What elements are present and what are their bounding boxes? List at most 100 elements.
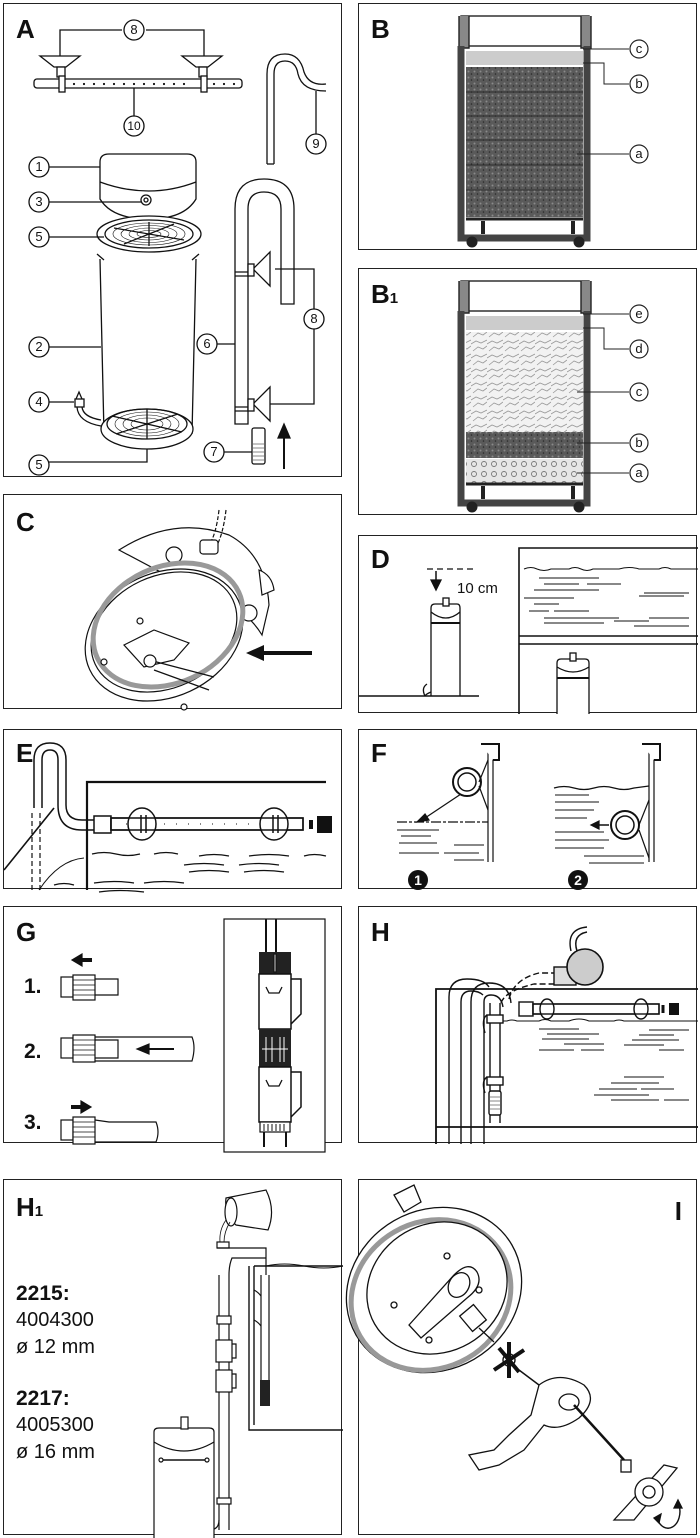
panel-h1: H1 2215: 4004300 ø 12 mm 2217: 4005300 ø… — [3, 1179, 344, 1538]
callout-1: 1 — [35, 159, 42, 174]
panel-f-illustration: 1 2 — [397, 743, 661, 890]
callout-8-right: 8 — [310, 311, 317, 326]
aquarium — [248, 1265, 343, 1431]
distance-label: 10 cm — [457, 580, 498, 597]
step-3-label: 3. — [24, 1111, 42, 1134]
panel-c-label: C — [16, 507, 35, 537]
return-pipe — [33, 742, 96, 831]
panel-f: F 1 2 — [358, 729, 697, 890]
panel-d: D 10 cm — [358, 535, 698, 714]
panel-c: C — [3, 494, 342, 711]
panel-f-label: F — [371, 738, 387, 768]
callout-b: b — [635, 76, 642, 91]
model-2215-part-number: 4004300 — [16, 1309, 94, 1331]
filter-sponge — [466, 432, 583, 458]
model-2217-info: 2217: 4005300 ø 16 mm — [16, 1385, 95, 1466]
aquarium — [518, 547, 698, 714]
end-cap — [317, 816, 332, 833]
intake-strainer — [488, 1090, 502, 1116]
suction-bulb — [566, 948, 604, 986]
callout-5-top: 5 — [35, 229, 42, 244]
impeller-chamber — [408, 1266, 480, 1339]
panel-d-illustration — [359, 547, 698, 714]
panel-g: G 1. 2. 3. — [3, 906, 342, 1153]
callout-a: a — [635, 146, 643, 161]
panel-h-illustration — [435, 926, 698, 1144]
shut-off-valve-top — [258, 973, 292, 1030]
suction-cup — [252, 385, 271, 423]
panel-d-label: D — [371, 544, 390, 574]
filter-pad-fine — [466, 51, 583, 65]
panel-e-label: E — [16, 738, 34, 768]
panel-h: H — [358, 906, 698, 1144]
aquarium — [435, 988, 698, 1144]
callout-b: b — [635, 435, 642, 450]
panel-b1: B1 e d c b a — [358, 268, 697, 515]
panel-c-illustration — [84, 509, 312, 711]
callout-2: 2 — [35, 339, 42, 354]
filter-head — [99, 153, 197, 220]
model-2215-number: 2215: — [16, 1282, 70, 1305]
panel-i-illustration — [345, 1184, 684, 1529]
union-nut — [72, 1034, 96, 1063]
union-nut — [72, 974, 96, 1001]
panel-g-label: G — [16, 917, 37, 947]
step-1-label: 1. — [24, 975, 42, 998]
suction-cup — [38, 55, 82, 68]
step-2-number: 2 — [574, 872, 582, 888]
canister-body — [99, 258, 197, 435]
spray-bar — [33, 78, 243, 89]
callout-10: 10 — [127, 119, 141, 133]
callout-c: c — [636, 41, 643, 56]
callout-3: 3 — [35, 194, 42, 209]
panel-b1-illustration: e d c b a — [457, 280, 649, 513]
suction-cup — [180, 55, 224, 68]
hose — [95, 1036, 195, 1062]
callout-e: e — [635, 306, 642, 321]
panel-h1-illustration — [153, 1189, 344, 1538]
rotate-arrow-icon — [656, 1504, 681, 1529]
panel-h-label: H — [371, 917, 390, 947]
intake-tube — [234, 178, 295, 425]
model-2215-diameter: ø 12 mm — [16, 1336, 95, 1358]
gravel-media — [466, 332, 583, 432]
panel-a: A — [3, 3, 342, 477]
intake-strainer — [251, 427, 266, 465]
panel-b-label: B — [371, 14, 390, 44]
model-2215-info: 2215: 4004300 ø 12 mm — [16, 1280, 95, 1361]
callout-a: a — [635, 465, 643, 480]
callout-4: 4 — [35, 394, 42, 409]
callout-5-bottom: 5 — [35, 457, 42, 472]
ceramic-rings — [466, 459, 583, 484]
model-2217-part-number: 4005300 — [16, 1414, 94, 1436]
step-2-badge — [568, 870, 588, 890]
model-2217-diameter: ø 16 mm — [16, 1441, 95, 1463]
water-surface — [486, 1018, 698, 1022]
panel-e-illustration — [3, 742, 332, 893]
sealing-ring — [348, 1217, 514, 1373]
step-1-badge — [408, 870, 428, 890]
water-surface — [553, 785, 650, 791]
impeller-cover — [123, 629, 191, 668]
step-2-label: 2. — [24, 1040, 42, 1063]
panel-b-illustration: c b a — [457, 15, 649, 248]
panel-b: B — [358, 3, 697, 250]
inlet-hook-pipe — [266, 53, 327, 164]
panel-g-illustration — [60, 918, 326, 1153]
panel-e: E — [3, 729, 342, 893]
suction-cup — [252, 250, 271, 288]
end-cap — [669, 1003, 679, 1015]
impeller — [492, 1342, 526, 1378]
callout-7: 7 — [210, 444, 217, 459]
filter-sponge — [466, 67, 583, 217]
panel-a-label: A — [16, 14, 35, 44]
panel-i-label: I — [674, 1196, 682, 1226]
sealing-ring — [90, 560, 246, 690]
hoses — [448, 978, 512, 1144]
filter-pad-fine — [466, 316, 583, 330]
callout-9: 9 — [312, 136, 319, 151]
shut-off-valve-bottom — [258, 1066, 292, 1123]
panel-i: I — [345, 1179, 697, 1535]
model-2217-number: 2217: — [16, 1387, 70, 1410]
filter-canister — [153, 1427, 215, 1538]
